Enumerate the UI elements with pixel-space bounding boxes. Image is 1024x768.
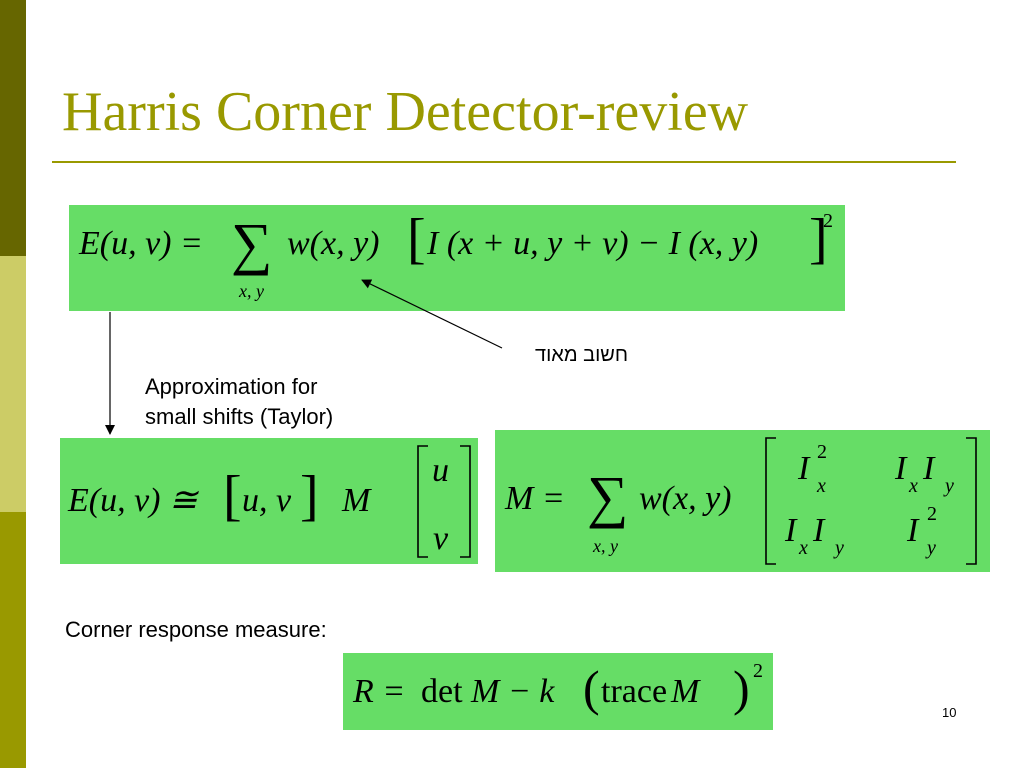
- approximation-label: Approximation for small shifts (Taylor): [145, 372, 333, 432]
- eq2-lhs: E(u, v) ≅: [68, 482, 198, 519]
- eq3-lhs: M =: [505, 480, 565, 517]
- m21-b: I: [813, 512, 825, 549]
- m12-b-sub: y: [945, 475, 954, 497]
- eq4-paren-right: ): [733, 660, 750, 716]
- m11-sup: 2: [817, 441, 827, 463]
- approximation-label-line2: small shifts (Taylor): [145, 404, 334, 429]
- eq2-column-top: u: [432, 452, 449, 489]
- energy-equation-box: E(u, v) = ∑ x, y w(x, y) [ I (x + u, y +…: [69, 205, 845, 311]
- approximation-label-line1: Approximation for: [145, 374, 318, 399]
- eq3-sum-subscript: x, y: [593, 536, 618, 556]
- taylor-approximation-box: E(u, v) ≅ [ u, v ] M u v: [60, 438, 478, 564]
- m21-a-sub: x: [799, 537, 808, 559]
- m22-sup: 2: [927, 503, 937, 525]
- eq1-bracket-right: ]: [809, 208, 828, 270]
- eq4-m2: M: [671, 673, 700, 710]
- eq2-bracket-right: ]: [300, 465, 319, 527]
- m11-base: I: [798, 450, 810, 487]
- eq3-weight: w(x, y): [639, 480, 732, 517]
- m12-a: I: [895, 450, 907, 487]
- m11-sub: x: [817, 475, 826, 497]
- corner-response-label: Corner response measure:: [65, 617, 327, 642]
- eq1-sum-subscript: x, y: [239, 281, 264, 301]
- m21-b-sub: y: [835, 537, 844, 559]
- eq2-row-vector: u, v: [242, 482, 292, 519]
- eq3-sum-symbol: ∑: [587, 464, 629, 529]
- slide-title: Harris Corner Detector-review: [62, 81, 749, 143]
- second-moment-matrix-box: M = ∑ x, y w(x, y) I 2 x I x I y I x I y…: [495, 430, 990, 572]
- annotation-hebrew: חשוב מאוד: [535, 344, 629, 366]
- eq1-weight: w(x, y): [287, 225, 380, 262]
- title-underline: [52, 161, 956, 163]
- eq2-matrix-m: M: [342, 482, 371, 519]
- eq2-bracket-left: [: [223, 465, 242, 527]
- eq1-exponent: 2: [823, 210, 833, 232]
- m21-a: I: [785, 512, 797, 549]
- eq1-inner: I (x + u, y + v) − I (x, y): [427, 225, 759, 262]
- eq4-lhs: R =: [353, 673, 406, 710]
- sidebar-decoration: [0, 0, 26, 768]
- m12-a-sub: x: [909, 475, 918, 497]
- sidebar-block-mid: [0, 512, 26, 768]
- eq1-bracket-left: [: [407, 208, 426, 270]
- m22-base: I: [907, 512, 919, 549]
- page-number: 10: [942, 705, 957, 720]
- eq4-exponent: 2: [753, 660, 763, 682]
- eq4-det: det: [421, 673, 463, 710]
- m22-sub: y: [927, 537, 936, 559]
- eq1-lhs: E(u, v) =: [79, 225, 203, 262]
- eq4-m-minus-k: M − k: [471, 673, 555, 710]
- eq4-paren-left: (: [583, 660, 600, 716]
- sidebar-block-light: [0, 256, 26, 512]
- eq4-trace: trace: [601, 673, 668, 710]
- corner-response-box: R = det M − k ( trace M ) 2: [343, 653, 773, 730]
- eq2-column-bottom: v: [433, 520, 449, 557]
- eq1-sum-symbol: ∑: [231, 211, 273, 276]
- m12-b: I: [923, 450, 935, 487]
- sidebar-block-dark: [0, 0, 26, 256]
